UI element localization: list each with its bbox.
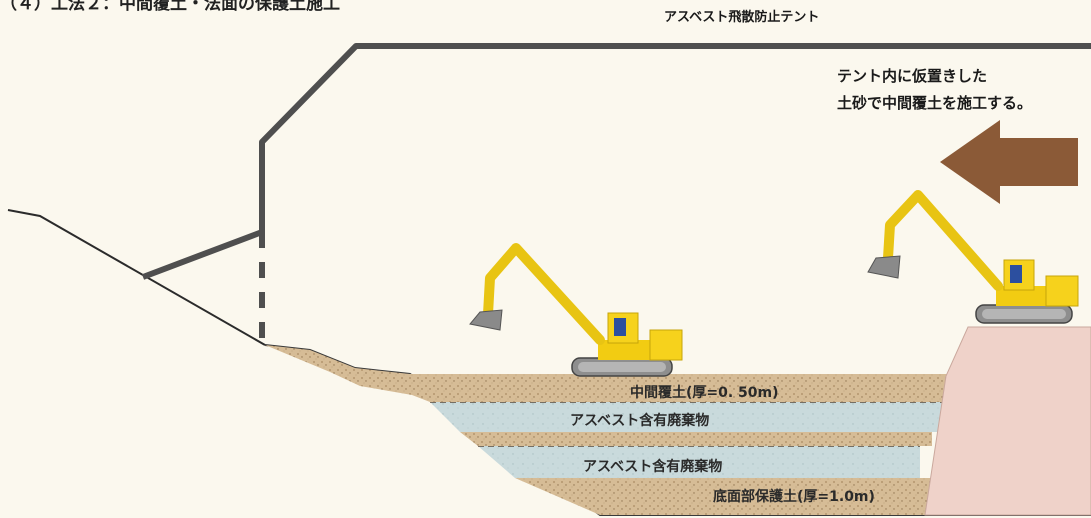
asbestos-waste-lower [478,446,920,478]
truncated-header-text: （４）工法２：中間覆土・法面の保護土施工 [0,0,340,14]
soil-stockpile [924,326,1091,516]
intermediate-cover-label: 中間覆土(厚=0. 50m) [630,385,779,401]
tent-frame [141,43,1091,280]
direction-arrow [940,120,1078,204]
bottom-protection-label: 底面部保護土(厚=1.0m) [713,489,875,505]
asbestos-waste-upper [430,402,946,432]
asbestos-waste-lower-label: アスベスト含有廃棄物 [583,459,723,475]
excavator-left [469,243,683,377]
note-line-2: 土砂で中間覆土を施工する。 [837,94,1033,112]
excavator-right [867,190,1079,324]
intermediate-cover-layer [265,345,950,402]
note-line-1: テント内に仮置きした [837,67,988,85]
tent-title: アスベスト飛散防止テント [664,10,820,25]
asbestos-waste-upper-label: アスベスト含有廃棄物 [570,413,710,429]
separator-soil [460,432,932,446]
hillside-slope-line [7,209,266,346]
